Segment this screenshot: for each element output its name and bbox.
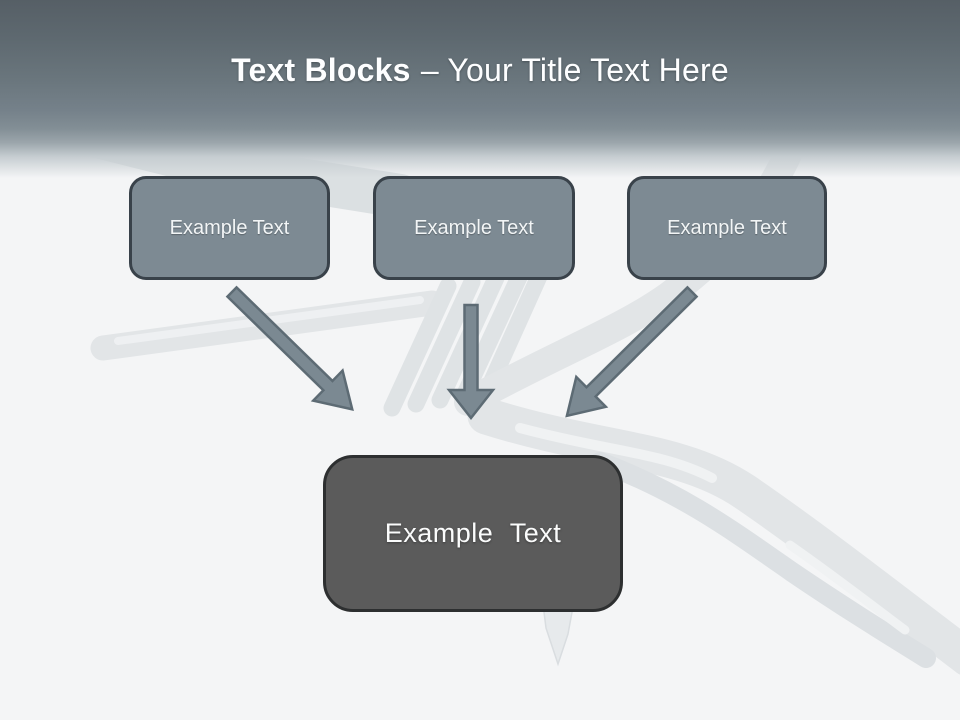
slide-title-regular: – Your Title Text Here	[420, 52, 729, 88]
arrow-middle	[446, 303, 496, 421]
arrow-left	[225, 285, 354, 411]
text-block-3-label: Example Text	[667, 216, 787, 239]
text-block-2: Example Text	[373, 176, 575, 280]
text-block-1: Example Text	[129, 176, 330, 280]
slide-title-bold: Text Blocks	[231, 52, 411, 88]
text-block-2-label: Example Text	[414, 216, 534, 239]
slide-title: Text Blocks– Your Title Text Here	[0, 52, 960, 89]
arrow-right	[565, 285, 699, 418]
result-block: Example Text	[323, 455, 623, 612]
wire-lower-right	[467, 397, 960, 675]
result-block-label: Example Text	[384, 518, 562, 548]
text-block-1-label: Example Text	[169, 216, 290, 239]
text-block-3: Example Text	[627, 176, 827, 280]
